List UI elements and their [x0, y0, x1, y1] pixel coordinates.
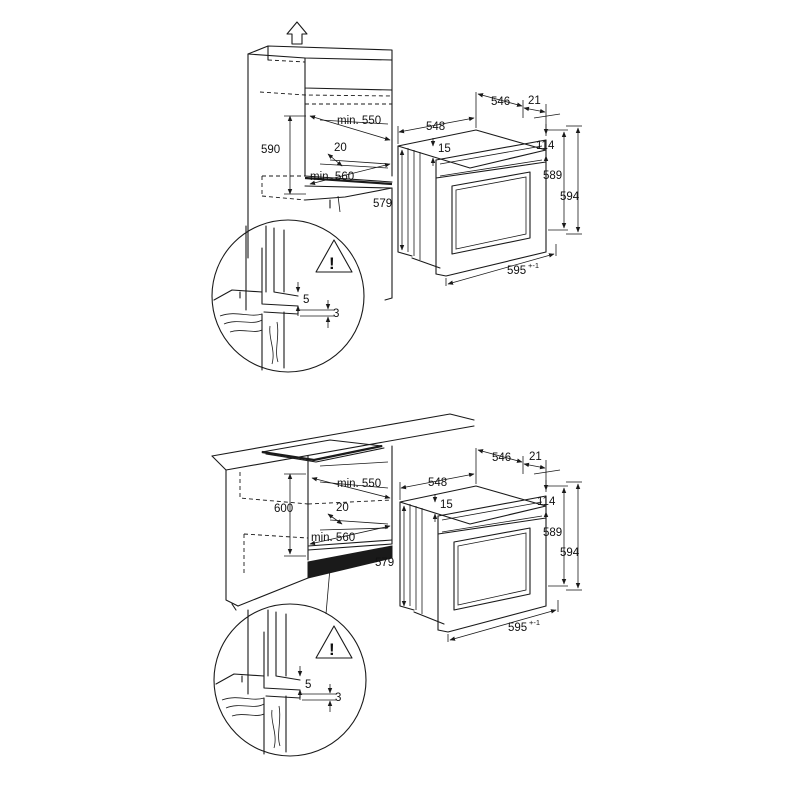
- base-cabinet: [225, 445, 393, 611]
- detail-circle-2: 5 3: [213, 603, 367, 757]
- ventilation-arrow-icon: [286, 21, 308, 45]
- oven-body-height-label-2: 589: [543, 527, 562, 539]
- oven-depth-body-label: 548: [426, 121, 445, 133]
- cabinet-depth-dimension: min. 560: [309, 163, 391, 185]
- panel-tall-unit: 590 min. 550 20 min. 560: [211, 21, 582, 373]
- oven-width-tolerance: +-1: [528, 261, 539, 270]
- cabinet-height-dimension-2: 600: [274, 473, 306, 557]
- cabinet-depth-dimension-2: min. 560: [309, 524, 391, 546]
- oven-front-height-label-2: 579: [375, 557, 394, 569]
- panel-under-counter: 600 min. 550 20 min. 560: [211, 413, 582, 757]
- oven-body-height-label: 589: [543, 170, 562, 182]
- oven-body-height-dimension-2: 589: [543, 485, 568, 587]
- oven-control-panel-dimension-2: 114: [533, 469, 561, 520]
- oven-door-dimension: 21: [523, 95, 547, 136]
- oven-width-tolerance-2: +-1: [529, 618, 540, 627]
- detail-circle: 5 3: [211, 219, 365, 373]
- cabinet-height-label: 590: [261, 144, 280, 156]
- oven-top-offset-dimension: 15: [430, 138, 451, 166]
- oven-depth-total-label: 546: [491, 96, 510, 108]
- detail-offset-label: 3: [333, 308, 339, 320]
- cabinet-width-label-2: min. 550: [337, 478, 381, 490]
- oven-door-dimension-2: 21: [523, 451, 547, 492]
- cabinet-gap-label: 20: [334, 142, 347, 154]
- oven-door-label-2: 21: [529, 451, 542, 463]
- cabinet-gap-dimension-2: 20: [327, 502, 349, 525]
- cabinet-gap-label-2: 20: [336, 502, 349, 514]
- oven-top-offset-dimension-2: 15: [432, 494, 453, 522]
- oven-door-label: 21: [528, 95, 541, 107]
- cabinet-width-dimension: min. 550: [309, 115, 391, 141]
- oven-body-height-dimension: 589: [543, 129, 568, 231]
- oven-depth-body-label-2: 548: [428, 477, 447, 489]
- oven-depth-body-dimension: 548: [397, 116, 475, 144]
- oven-front-height-dimension-2: 579: [375, 505, 407, 607]
- oven-width-label-2: 595: [508, 622, 527, 634]
- warning-triangle-icon: !: [315, 239, 353, 273]
- cabinet-depth-label: min. 560: [310, 171, 354, 183]
- oven-total-height-dimension: 594: [560, 125, 582, 235]
- oven-top-offset-label: 15: [438, 143, 451, 155]
- oven-depth-body-dimension-2: 548: [399, 472, 475, 500]
- oven-total-height-label-2: 594: [560, 547, 580, 559]
- oven-unit-2: [399, 485, 547, 633]
- detail-offset-label-2: 3: [335, 692, 341, 704]
- oven-total-height-dimension-2: 594: [560, 481, 582, 591]
- cabinet-depth-label-2: min. 560: [311, 532, 355, 544]
- oven-width-label: 595: [507, 265, 526, 277]
- cabinet-gap-dimension: 20: [327, 142, 347, 167]
- warning-symbol: !: [329, 254, 335, 273]
- warning-symbol-2: !: [329, 640, 335, 659]
- oven-unit: [397, 129, 547, 277]
- oven-depth-total-dimension: 546: [475, 92, 524, 128]
- worktop: [211, 413, 475, 471]
- warning-triangle-icon-2: !: [315, 625, 353, 659]
- oven-depth-total-dimension-2: 546: [475, 448, 524, 484]
- cabinet-width-dimension-2: min. 550: [311, 477, 391, 499]
- oven-control-panel-dimension: 114: [533, 113, 561, 164]
- oven-front-height-label: 579: [373, 198, 392, 210]
- oven-top-offset-label-2: 15: [440, 499, 453, 511]
- oven-depth-total-label-2: 546: [492, 452, 511, 464]
- cabinet-width-label: min. 550: [337, 115, 381, 127]
- cabinet-height-dimension: 590: [261, 115, 306, 195]
- oven-width-dimension-2: 595 +-1: [447, 600, 559, 642]
- oven-control-panel-label: 114: [536, 140, 555, 152]
- oven-control-panel-label-2: 114: [537, 496, 556, 508]
- oven-front-height-dimension: 579: [373, 149, 405, 251]
- cabinet-height-label-2: 600: [274, 503, 293, 515]
- oven-width-dimension: 595 +-1: [445, 244, 557, 286]
- detail-gap-label-2: 5: [305, 679, 311, 691]
- detail-gap-label: 5: [303, 294, 309, 306]
- oven-total-height-label: 594: [560, 191, 580, 203]
